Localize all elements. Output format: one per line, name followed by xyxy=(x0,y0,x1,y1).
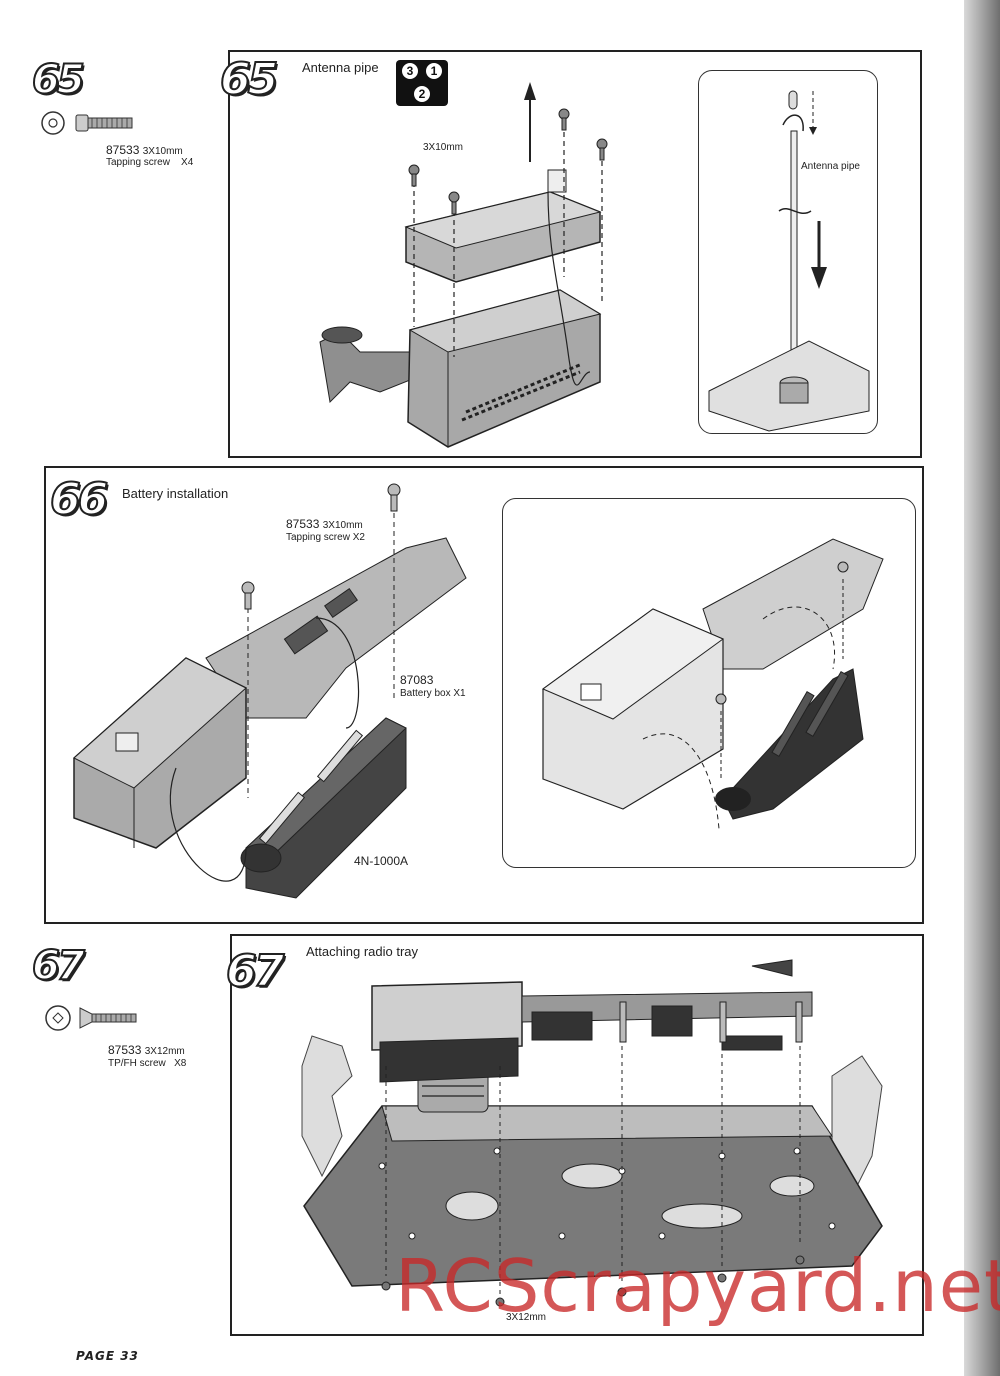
step-67-panel-number: 67 xyxy=(225,946,285,997)
step-65-panel: 65 Antenna pipe 3 1 2 3X10mm Antenna pip… xyxy=(219,50,922,458)
step-65-receiver-box-drawing xyxy=(319,82,608,448)
step-66-battery-label: 4N-1000A xyxy=(354,854,409,868)
page-number: PAGE 33 xyxy=(76,1349,139,1363)
step-65-antenna-inset: Antenna pipe xyxy=(698,70,878,434)
step-66-desc: Tapping screw xyxy=(286,532,350,543)
step-67-hw-line1: 87533 3X12mm xyxy=(108,1043,185,1057)
step-66-panel: 66 Battery installation 87533 3X10mm Tap… xyxy=(44,466,924,924)
step-65-screw-callout: 3X10mm xyxy=(423,142,464,153)
step-67-screw-callout: 3X12mm xyxy=(506,1312,547,1323)
step-66-battery-box-desc: Battery box xyxy=(400,688,451,699)
step-66-result-inset xyxy=(502,498,916,868)
step-67-radio-tray-drawing xyxy=(301,959,883,1307)
step-67-hardware-icon xyxy=(45,1005,137,1031)
step-65-inset-label: Antenna pipe xyxy=(801,161,860,172)
step-66-hw-line1: 87533 3X10mm xyxy=(286,517,363,531)
order-badge-1: 1 xyxy=(426,63,442,79)
step-66-battery-box-line: Battery box X1 xyxy=(400,688,466,699)
step-65-panel-number: 65 xyxy=(219,54,279,105)
step-66-size: 3X10mm xyxy=(322,520,363,531)
step-65-hw-line2: Tapping screw X4 xyxy=(106,157,193,168)
step-67-part-no: 87533 xyxy=(108,1043,142,1057)
step-66-hw-line2: Tapping screw X2 xyxy=(286,532,365,543)
step-67-size: 3X12mm xyxy=(144,1046,185,1057)
step-65-qty: X4 xyxy=(181,157,194,168)
step-67-desc: TP/FH screw xyxy=(108,1058,166,1069)
step-66-qty: X2 xyxy=(352,532,365,543)
step-65-order-badge: 3 1 2 xyxy=(396,60,448,106)
step-66-part-no: 87533 xyxy=(286,517,320,531)
step-66-panel-number: 66 xyxy=(49,474,109,525)
step-65-part-no: 87533 xyxy=(106,143,140,157)
step-67-qty: X8 xyxy=(174,1058,187,1069)
step-65-size: 3X10mm xyxy=(142,146,183,157)
step-67-number: 67 xyxy=(31,943,86,989)
step-66-battery-install-drawing xyxy=(73,483,467,899)
step-65-hw-line1: 87533 3X10mm xyxy=(106,143,183,157)
step-66-battery-box-qty: X1 xyxy=(453,688,466,699)
order-badge-2: 2 xyxy=(414,86,430,102)
step-67-hw-line2: TP/FH screw X8 xyxy=(108,1058,186,1069)
step-66-result-drawing xyxy=(541,538,884,830)
step-65-hardware-icon xyxy=(41,111,133,135)
step-65-desc: Tapping screw xyxy=(106,157,170,168)
step-67-panel: 67 Attaching radio tray 3X12mm xyxy=(225,934,924,1336)
step-65-number: 65 xyxy=(31,57,86,103)
step-67-title: Attaching radio tray xyxy=(306,944,419,959)
page-edge-shadow xyxy=(964,0,1000,1376)
step-66-battery-box-no: 87083 xyxy=(400,673,434,687)
step-65-title: Antenna pipe xyxy=(302,60,379,75)
watermark: RCScrapyard.net xyxy=(395,1244,1000,1328)
order-badge-3: 3 xyxy=(402,63,418,79)
step-65-antenna-pipe-drawing xyxy=(708,90,870,432)
step-66-title: Battery installation xyxy=(122,486,229,501)
